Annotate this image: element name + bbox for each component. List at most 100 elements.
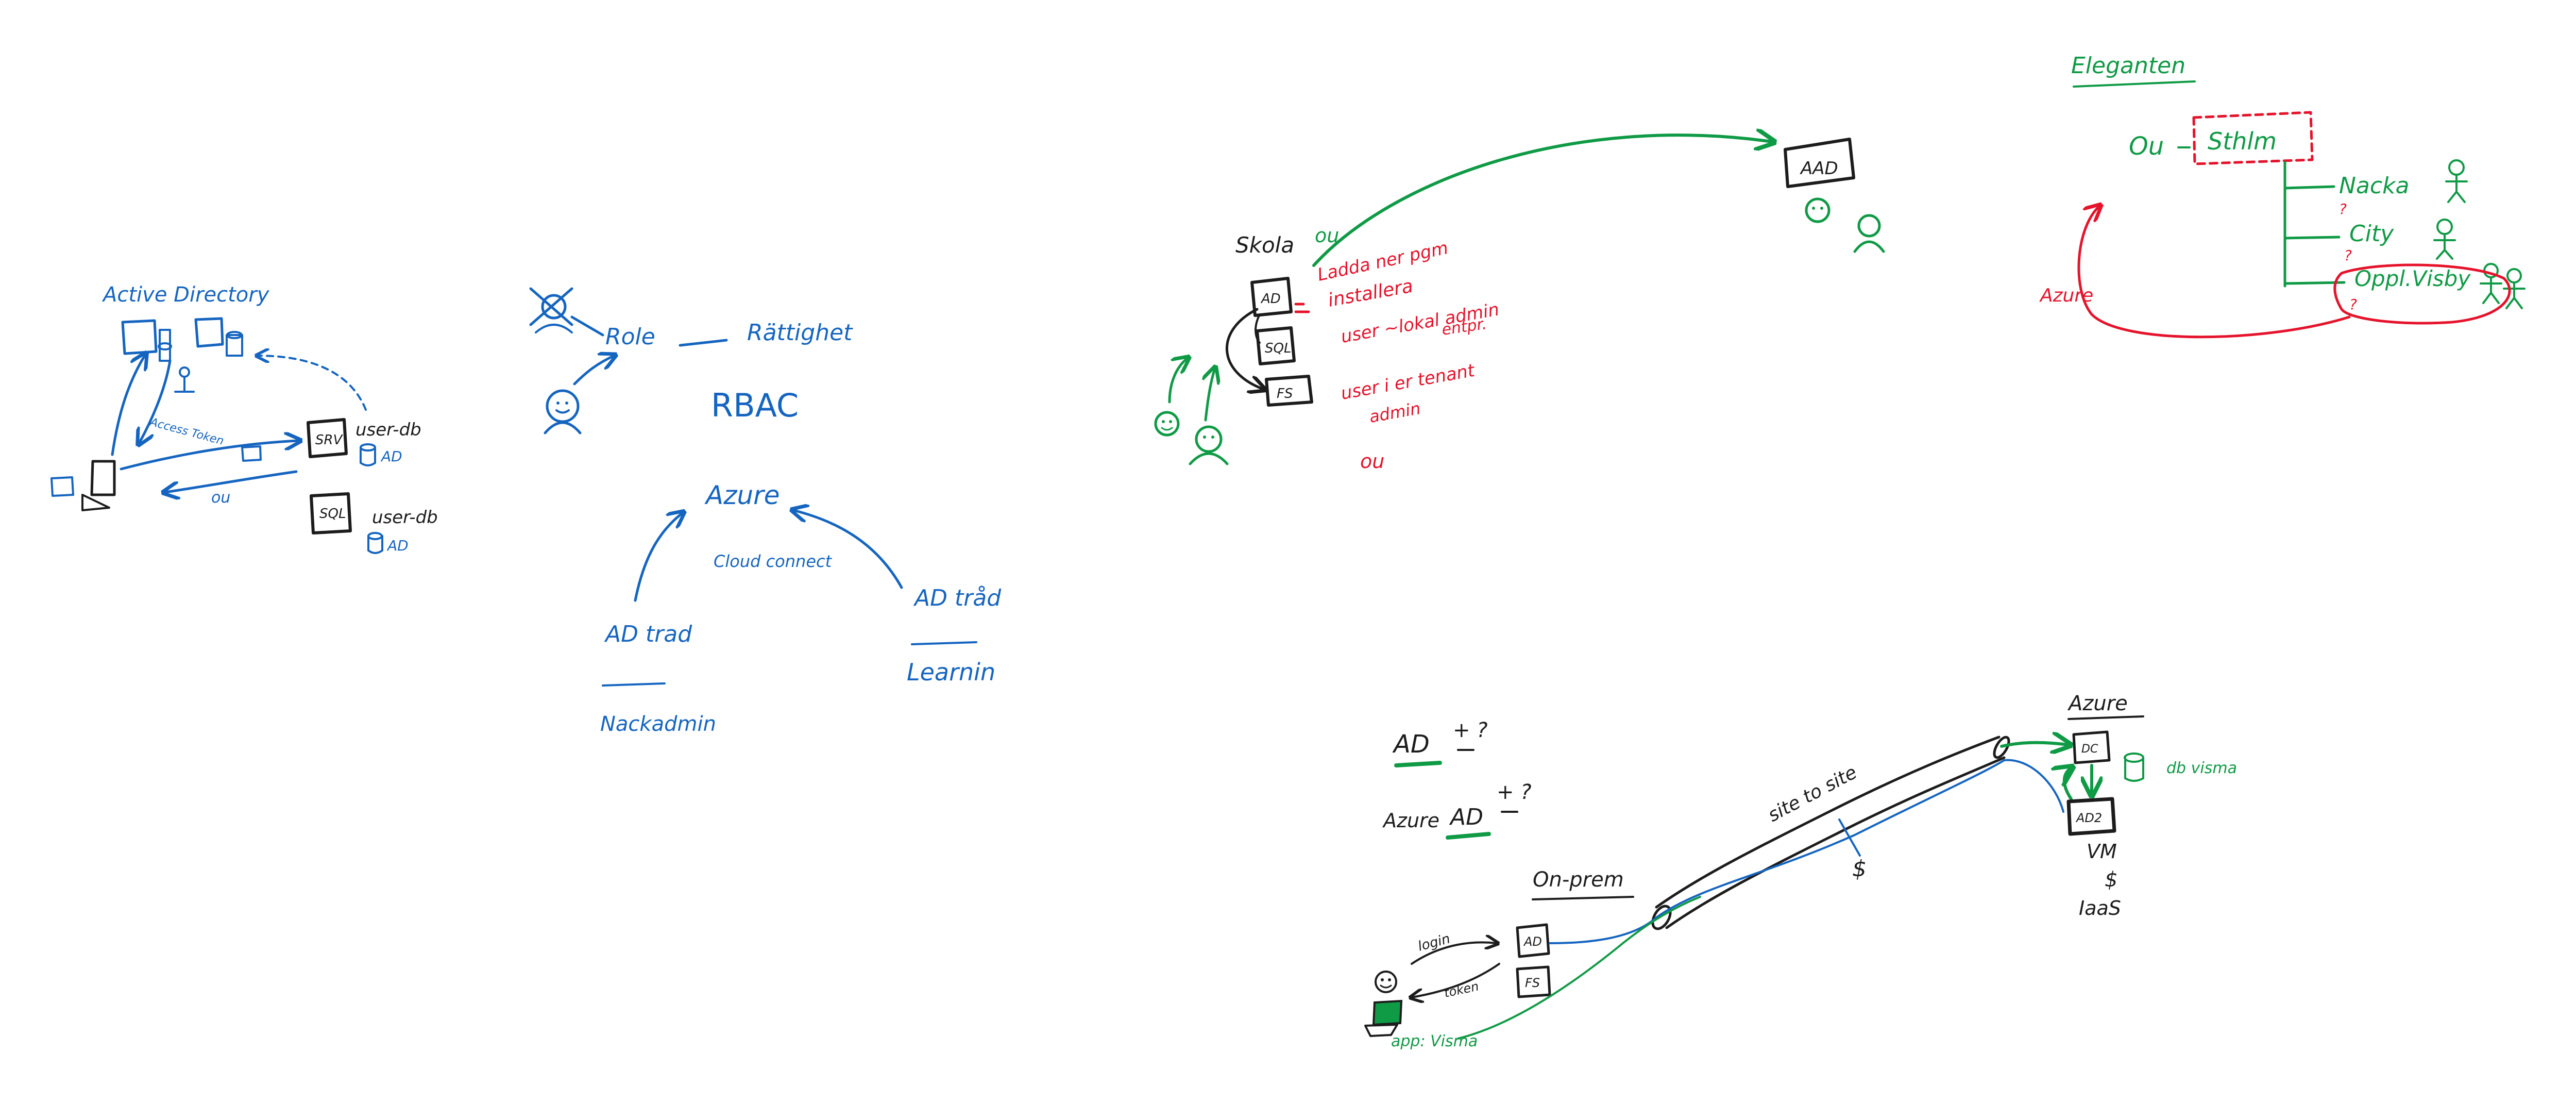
laptop-to-srv-arrow (120, 441, 299, 471)
school-fs-box: FS (1265, 375, 1313, 407)
azure-label: Azure (704, 480, 779, 510)
srv-label: SRV (315, 432, 344, 448)
ou-to-aad-arrow (1312, 135, 1772, 267)
db-icon-1 (360, 443, 376, 466)
nacka-user-icon (2445, 159, 2468, 203)
aad-box: AAD (1784, 138, 1855, 188)
azure-db-icon (2124, 753, 2144, 782)
access-token-label: Access Token (148, 415, 225, 448)
aad-user-icon-1 (1805, 197, 1831, 223)
role-label: Role (605, 324, 655, 350)
dc-to-laptop-arrow (139, 359, 172, 443)
user-smiley-icon (544, 389, 582, 434)
user-to-role-arrow (573, 356, 614, 386)
hybrid-azure-label: Azure (1382, 809, 1439, 832)
nackadmin-label: Nackadmin (600, 712, 716, 736)
dc-server-icon (121, 317, 243, 362)
tunnel-dollar: $ (1852, 856, 1867, 882)
azure-side-title: Azure (2067, 692, 2128, 715)
token-label: token (1443, 979, 1480, 1000)
school-section: Skola ou AAD AD SQL FS (1154, 135, 1885, 473)
sql-server-box: SQL (310, 492, 352, 534)
site-to-site-tunnel (1651, 735, 2010, 930)
eleganten-ou-label: Ou (2129, 132, 2164, 161)
tree-branches (2283, 185, 2346, 285)
hybrid-section: AD + ? Azure AD + ? On-prem app: Visma l… (1364, 692, 2237, 1050)
app-visma-label: app: Visma (1391, 1032, 1478, 1050)
onprem-fs-label: FS (1525, 976, 1540, 990)
student-icon-2 (1189, 425, 1229, 465)
onprem-underline (1532, 896, 1634, 900)
cloud-connect-label: Cloud connect (714, 551, 833, 571)
eleganten-section: Eleganten Ou Sthlm Nacka City Oppl.Visby… (2039, 53, 2526, 339)
laptop-to-dc-arrow (111, 355, 145, 456)
laptop-icon (50, 460, 116, 511)
sql-label: SQL (319, 506, 346, 522)
active-directory-title: Active Directory (101, 283, 270, 307)
userdb-label-1: user-db (355, 420, 421, 440)
onprem-ad-box: AD (1516, 923, 1550, 958)
q-city: ? (2344, 247, 2352, 264)
school-ad-label: AD (1260, 291, 1281, 307)
q-visby: ? (2349, 296, 2357, 313)
hybrid-azure-ad-plusminus: + ? (1497, 780, 1531, 804)
branch-nacka: Nacka (2339, 173, 2410, 199)
onprem-fs-box: FS (1516, 965, 1551, 998)
note-admin: admin (1368, 398, 1422, 427)
hybrid-ad-plusminus: + ? (1453, 718, 1487, 742)
notes-bracket (1294, 303, 1310, 313)
ad-trad-left-label: AD trad (604, 621, 692, 647)
key-user-icon (174, 366, 195, 393)
ou-label: ou (211, 489, 230, 507)
city-user-icon (2433, 219, 2456, 260)
db-visma-label: db visma (2166, 759, 2237, 777)
srv-to-laptop-arrow (165, 470, 298, 492)
srv-server-box: SRV (307, 418, 348, 458)
login-arrow (1411, 942, 1497, 965)
onprem-laptop-icon (1364, 999, 1403, 1037)
active-directory-section: Active Directory Access Token ou (50, 283, 438, 554)
hybrid-ad-green-underline (1394, 761, 1442, 767)
ad-trad-left-underline (602, 682, 666, 687)
hybrid-azure-ad-label: AD (1449, 804, 1483, 830)
rattighet-label: Rättighet (747, 320, 853, 346)
school-fs-label: FS (1277, 386, 1293, 402)
azure-dc-label: DC (2081, 743, 2098, 756)
userdb-label-2: user-db (372, 507, 438, 528)
note-tenant: user i er tenant (1340, 360, 1477, 404)
learnin-to-azure-arrow (793, 510, 903, 589)
visby-red-circle (2333, 263, 2511, 325)
learnin-label: Learnin (907, 658, 995, 686)
green-network-path (1457, 896, 1701, 1040)
onprem-ad-label: AD (1523, 934, 1542, 949)
eleganten-underline (2073, 80, 2196, 88)
role-rattighet-line (679, 339, 728, 347)
site-to-site-label: site to site (1765, 762, 1860, 826)
hybrid-ad-label: AD (1392, 730, 1430, 759)
ad2-to-dc-arrow (2064, 768, 2071, 800)
crossed-user-icon (529, 287, 573, 333)
token-icon (241, 445, 262, 462)
visby-user-icons (2480, 263, 2526, 309)
ad-label-2: AD (386, 537, 409, 554)
rbac-label: RBAC (711, 387, 799, 424)
note-ou: ou (1360, 450, 1384, 473)
iaas-label: IaaS (2079, 897, 2121, 920)
db-icon-2 (367, 532, 383, 554)
crossed-to-role-line (570, 315, 604, 337)
nack-to-azure-arrow (634, 513, 683, 602)
azure-ad2-box: AD2 (2066, 797, 2116, 836)
school-sql-label: SQL (1265, 341, 1291, 356)
ad-trad-right-underline (911, 641, 977, 645)
onprem-user-icon (1375, 971, 1397, 993)
branch-visby: Oppl.Visby (2354, 266, 2471, 291)
onprem-label: On-prem (1533, 868, 1624, 892)
azure-ad2-label: AD2 (2075, 811, 2102, 825)
sthlm-dashed-box (2192, 111, 2314, 165)
azure-dc-box: DC (2072, 730, 2111, 764)
aad-label: AAD (1800, 158, 1838, 179)
azure-side-underline (2067, 715, 2144, 720)
ad-label-1: AD (380, 448, 402, 465)
hybrid-azure-ad-green-underline (1446, 832, 1491, 840)
q-nacka: ? (2339, 200, 2347, 218)
